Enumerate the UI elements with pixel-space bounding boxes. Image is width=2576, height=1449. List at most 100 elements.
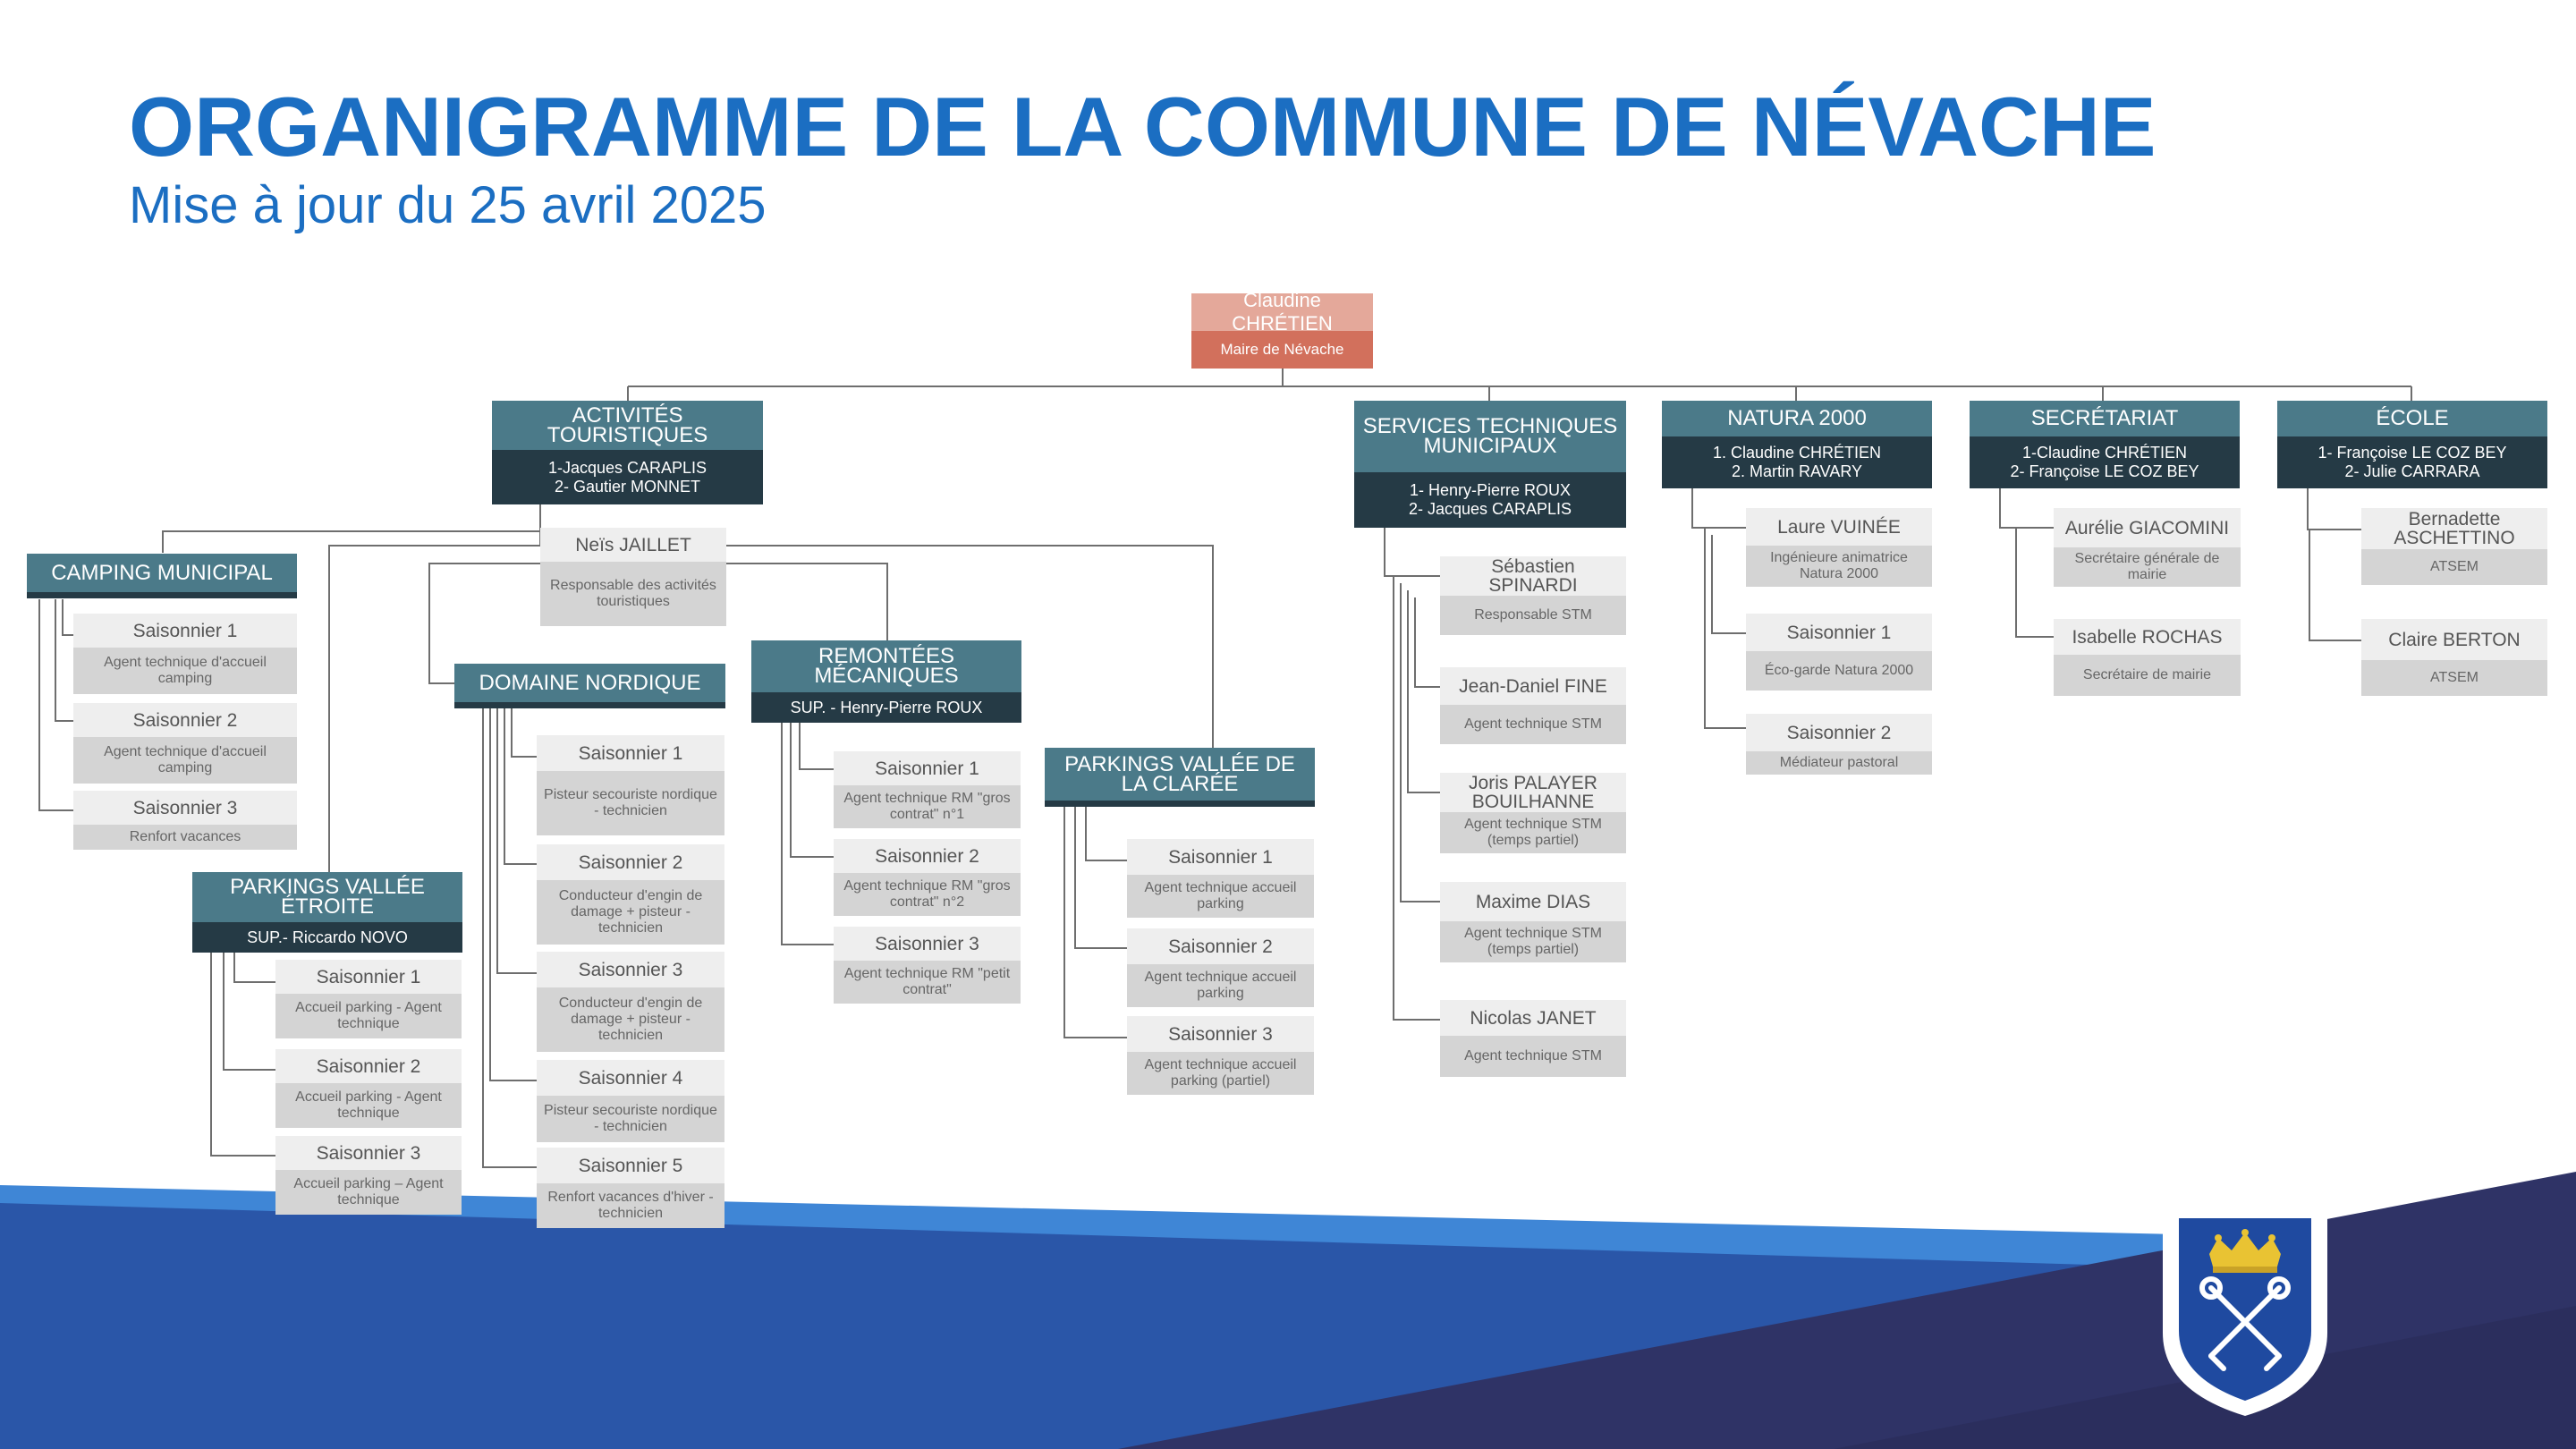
mayor-box-name: Claudine CHRÉTIEN: [1191, 293, 1373, 335]
dept-parkings-vallee-claree: PARKINGS VALLÉE DE LA CLARÉE: [1045, 748, 1315, 807]
camping-saisonnier-1-name: Saisonnier 1: [73, 614, 297, 648]
dept-natura-2000-role: 1. Claudine CHRÉTIEN 2. Martin RAVARY: [1662, 436, 1932, 488]
connector-line: [1999, 488, 2054, 529]
dept-parkings-vallee-etroite-name: PARKINGS VALLÉE ÉTROITE: [192, 872, 462, 922]
dept-secretariat-role: 1-Claudine CHRÉTIEN 2- Françoise LE COZ …: [1970, 436, 2240, 488]
domaine-saisonnier-2-name: Saisonnier 2: [537, 844, 724, 880]
connector-line: [38, 599, 73, 811]
stm-member-3-name: Joris PALAYER BOUILHANNE: [1440, 773, 1626, 812]
dept-activites-touristiques-name: ACTIVITÉS TOURISTIQUES: [492, 401, 763, 450]
dept-ecole-name: ÉCOLE: [2277, 401, 2547, 436]
page-title: ORGANIGRAMME DE LA COMMUNE DE NÉVACHE: [129, 80, 2157, 174]
stm-member-4-name: Maxime DIAS: [1440, 882, 1626, 921]
domaine-saisonnier-5-name: Saisonnier 5: [537, 1148, 724, 1183]
connector-line: [504, 708, 537, 865]
connector-line: [1063, 807, 1127, 1038]
connector-line: [799, 723, 834, 770]
domaine-saisonnier-5-role: Renfort vacances d'hiver - technicien: [537, 1183, 724, 1228]
domaine-saisonnier-4-name: Saisonnier 4: [537, 1060, 724, 1096]
parkings-etroite-saisonnier-1-name: Saisonnier 1: [275, 960, 462, 994]
parkings-etroite-saisonnier-2-name: Saisonnier 2: [275, 1049, 462, 1083]
dept-services-techniques-name: SERVICES TECHNIQUES MUNICIPAUX: [1354, 401, 1626, 472]
natura-member-2-name: Saisonnier 1: [1746, 614, 1932, 651]
ecole-member-1-role: ATSEM: [2361, 549, 2547, 585]
connector-line: [482, 708, 537, 1168]
nevache-coat-of-arms-icon: [2163, 1208, 2327, 1416]
connector-line: [55, 599, 73, 722]
person-neis-jaillet-name: Neïs JAILLET: [540, 528, 726, 562]
domaine-saisonnier-3-name: Saisonnier 3: [537, 952, 724, 987]
natura-member-1-role: Ingénieure animatrice Natura 2000: [1746, 546, 1932, 587]
secretariat-member-2-name: Isabelle ROCHAS: [2054, 619, 2241, 655]
dept-domaine-nordique-name: DOMAINE NORDIQUE: [454, 664, 725, 708]
camping-saisonnier-2-role: Agent technique d'accueil camping: [73, 737, 297, 784]
remontees-saisonnier-3-role: Agent technique RM "petit contrat": [834, 961, 1021, 1004]
connector-line: [1704, 528, 1746, 729]
connector-line: [1400, 583, 1440, 902]
connector-line: [2015, 528, 2054, 638]
natura-member-2-role: Éco-garde Natura 2000: [1746, 651, 1932, 691]
dept-parkings-vallee-etroite-role: SUP.- Riccardo NOVO: [192, 922, 462, 953]
camping-saisonnier-3-name: Saisonnier 3: [73, 791, 297, 825]
connector-line: [2309, 530, 2361, 641]
dept-ecole-role: 1- Françoise LE COZ BEY 2- Julie CARRARA: [2277, 436, 2547, 488]
natura-member-3-role: Médiateur pastoral: [1746, 751, 1932, 775]
remontees-saisonnier-1-role: Agent technique RM "gros contrat" n°1: [834, 785, 1021, 828]
connector-line: [1691, 488, 1746, 529]
connector-line: [328, 545, 1214, 748]
connector-line: [162, 530, 539, 546]
connector-line: [233, 953, 275, 983]
parkings-claree-saisonnier-3-role: Agent technique accueil parking (partiel…: [1127, 1052, 1314, 1095]
natura-member-3-name: Saisonnier 2: [1746, 714, 1932, 751]
secretariat-member-1-name: Aurélie GIACOMINI: [2054, 508, 2241, 547]
parkings-claree-saisonnier-3-name: Saisonnier 3: [1127, 1016, 1314, 1052]
remontees-saisonnier-2-name: Saisonnier 2: [834, 839, 1021, 873]
parkings-claree-saisonnier-2-role: Agent technique accueil parking: [1127, 964, 1314, 1007]
connector-line: [1384, 528, 1440, 577]
ecole-member-2-role: ATSEM: [2361, 660, 2547, 696]
camping-saisonnier-1-role: Agent technique d'accueil camping: [73, 648, 297, 694]
ecole-member-1-name: Bernadette ASCHETTINO: [2361, 508, 2547, 549]
parkings-etroite-saisonnier-3-role: Accueil parking – Agent technique: [275, 1170, 462, 1215]
connector-line: [1414, 597, 1440, 688]
dept-camping-municipal: CAMPING MUNICIPAL: [27, 554, 297, 598]
natura-member-1-name: Laure VUINÉE: [1746, 508, 1932, 546]
remontees-saisonnier-1-name: Saisonnier 1: [834, 751, 1021, 785]
stm-member-2-role: Agent technique STM: [1440, 705, 1626, 744]
dept-camping-municipal-name: CAMPING MUNICIPAL: [27, 554, 297, 598]
secretariat-member-1-role: Secrétaire générale de mairie: [2054, 547, 2241, 587]
dept-remontees-mecaniques-role: SUP. - Henry-Pierre ROUX: [751, 692, 1021, 723]
dept-natura-2000-name: NATURA 2000: [1662, 401, 1932, 436]
stm-member-1-role: Responsable STM: [1440, 596, 1626, 635]
connector-line: [223, 953, 275, 1071]
domaine-saisonnier-1-role: Pisteur secouriste nordique - technicien: [537, 771, 724, 835]
connector-line: [1085, 807, 1127, 861]
connector-line: [210, 953, 275, 1157]
parkings-claree-saisonnier-1-role: Agent technique accueil parking: [1127, 875, 1314, 918]
